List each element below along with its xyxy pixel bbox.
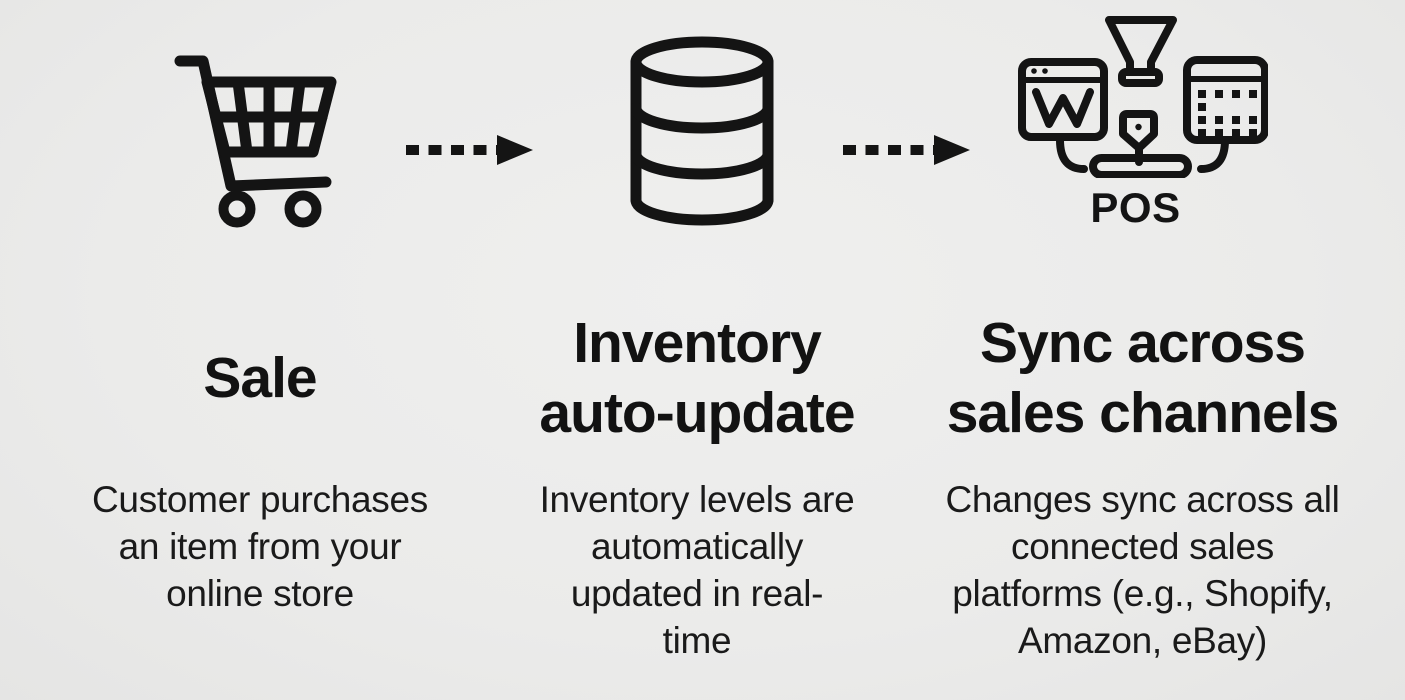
- dashed-arrow-icon: [406, 135, 533, 165]
- pos-system-icon: [1018, 16, 1268, 178]
- step-title-sync-across-sales-channels: Sync across sales channels: [910, 300, 1375, 455]
- title-line: Sync across: [980, 310, 1306, 375]
- step-description-inventory-auto-update: Inventory levels are automatically updat…: [467, 476, 927, 664]
- body-line: Changes sync across all: [945, 479, 1340, 520]
- body-line: connected sales: [1011, 526, 1274, 567]
- title-line: auto-update: [539, 380, 855, 445]
- body-line: Inventory levels are: [539, 479, 855, 520]
- database-icon: [630, 36, 774, 226]
- scanner-base-icon: [1056, 110, 1229, 178]
- body-line: Amazon, eBay): [1017, 620, 1268, 661]
- funnel-icon: [1105, 16, 1177, 87]
- body-line: Customer purchases: [92, 479, 428, 520]
- browser-window-icon: [1018, 58, 1108, 141]
- body-line: automatically: [590, 526, 804, 567]
- body-line: online store: [166, 573, 354, 614]
- title-line: sales channels: [946, 380, 1340, 445]
- pos-icon-caption: POS: [1090, 184, 1181, 231]
- body-line: time: [662, 620, 732, 661]
- step-title-inventory-auto-update: Inventory auto-update: [467, 300, 927, 455]
- step-title-sale: Sale: [30, 300, 490, 455]
- title-line: Inventory: [573, 310, 822, 375]
- dashed-arrow-icon: [843, 135, 970, 165]
- body-line: platforms (e.g., Shopify,: [952, 573, 1333, 614]
- title-line: Sale: [203, 345, 317, 410]
- step-description-sync-across-sales-channels: Changes sync across all connected sales …: [910, 476, 1375, 664]
- shopping-cart-icon: [174, 55, 337, 228]
- keypad-icon: [1183, 56, 1268, 144]
- body-line: an item from your: [118, 526, 402, 567]
- body-line: updated in real-: [570, 573, 824, 614]
- step-description-sale: Customer purchases an item from your onl…: [30, 476, 490, 617]
